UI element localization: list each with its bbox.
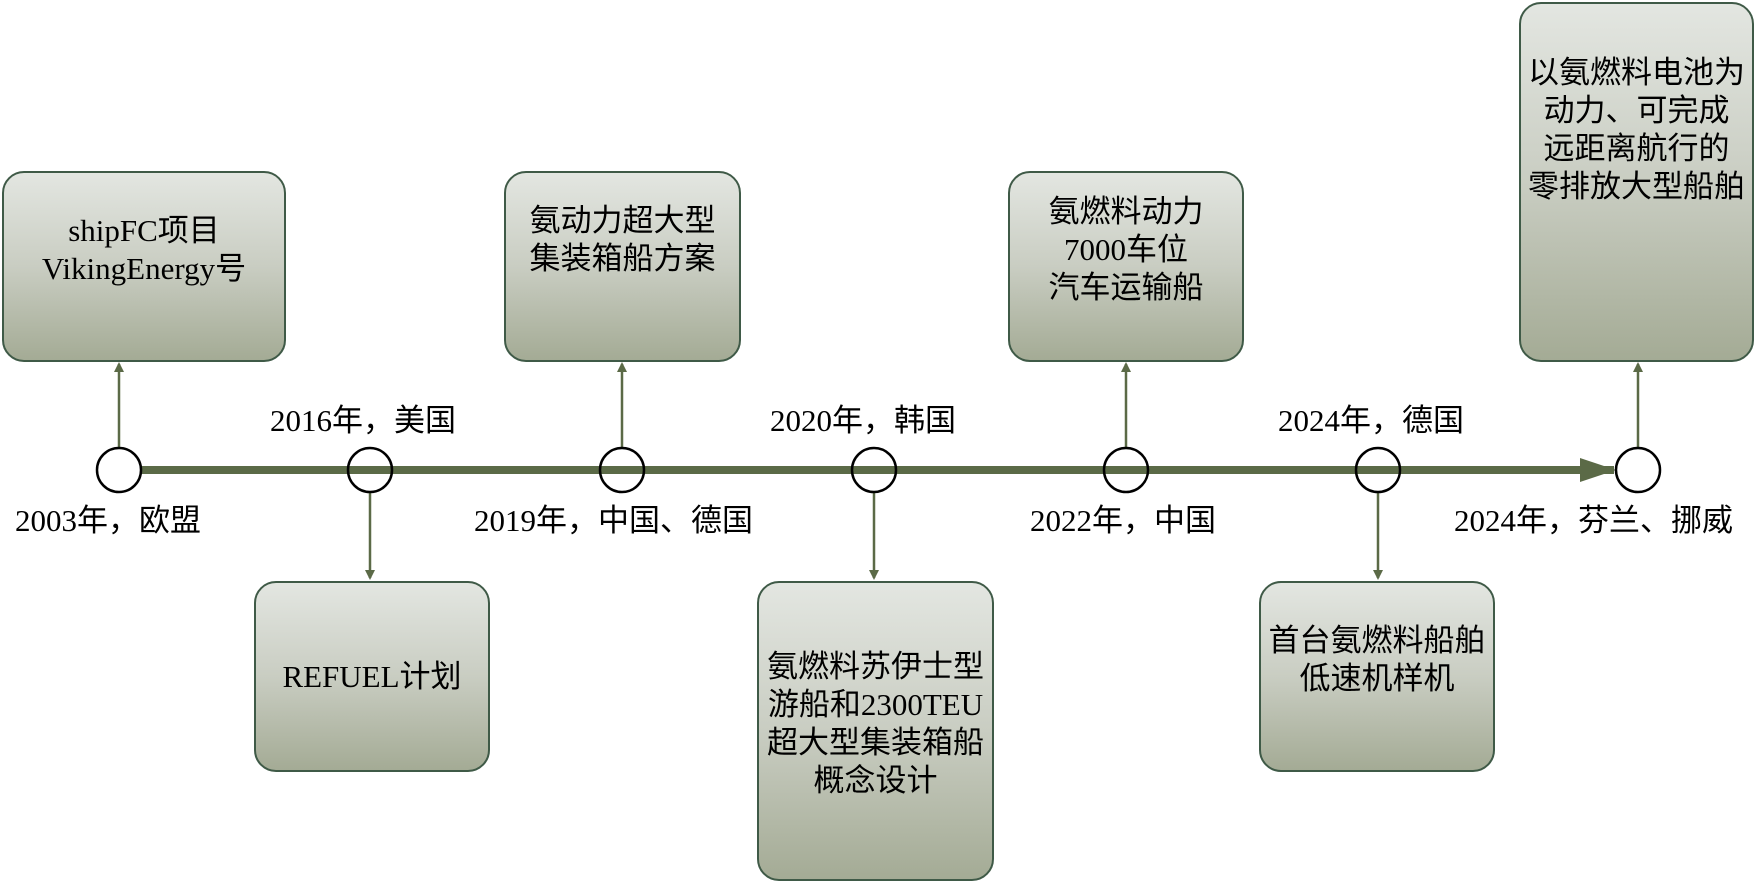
- event-box-text: 氨动力超大型 集装箱船方案: [529, 202, 716, 276]
- event-box: 首台氨燃料船舶 低速机样机: [1259, 581, 1495, 772]
- timeline-node: [95, 446, 143, 494]
- timeline-node: [1354, 446, 1402, 494]
- timeline-node: [598, 446, 646, 494]
- event-label: 2020年，韩国: [770, 403, 956, 438]
- event-box: 氨燃料动力 7000车位 汽车运输船: [1008, 171, 1244, 362]
- event-label: 2003年，欧盟: [15, 503, 201, 538]
- event-box-text: REFUEL计划: [282, 658, 462, 694]
- timeline-node: [1614, 446, 1662, 494]
- event-box-text: shipFC项目 VikingEnergy号: [41, 212, 247, 286]
- event-label: 2016年，美国: [270, 403, 456, 438]
- event-label: 2022年，中国: [1030, 503, 1216, 538]
- event-box-text: 氨燃料动力 7000车位 汽车运输船: [1048, 193, 1204, 305]
- timeline-node: [1102, 446, 1150, 494]
- event-label: 2024年，芬兰、挪威: [1454, 503, 1733, 538]
- event-box-text: 氨燃料苏伊士型 游船和2300TEU 超大型集装箱船 概念设计: [767, 649, 984, 798]
- event-label: 2019年，中国、德国: [474, 503, 753, 538]
- event-box: 氨动力超大型 集装箱船方案: [504, 171, 741, 362]
- timeline-node: [346, 446, 394, 494]
- event-box: REFUEL计划: [254, 581, 490, 772]
- event-box-text: 以氨燃料电池为 动力、可完成 远距离航行的 零排放大型船舶: [1528, 55, 1745, 204]
- event-label: 2024年，德国: [1278, 403, 1464, 438]
- event-box: 氨燃料苏伊士型 游船和2300TEU 超大型集装箱船 概念设计: [757, 581, 994, 881]
- event-box: 以氨燃料电池为 动力、可完成 远距离航行的 零排放大型船舶: [1519, 2, 1754, 362]
- event-box: shipFC项目 VikingEnergy号: [2, 171, 286, 362]
- event-box-text: 首台氨燃料船舶 低速机样机: [1268, 622, 1486, 696]
- timeline-node: [850, 446, 898, 494]
